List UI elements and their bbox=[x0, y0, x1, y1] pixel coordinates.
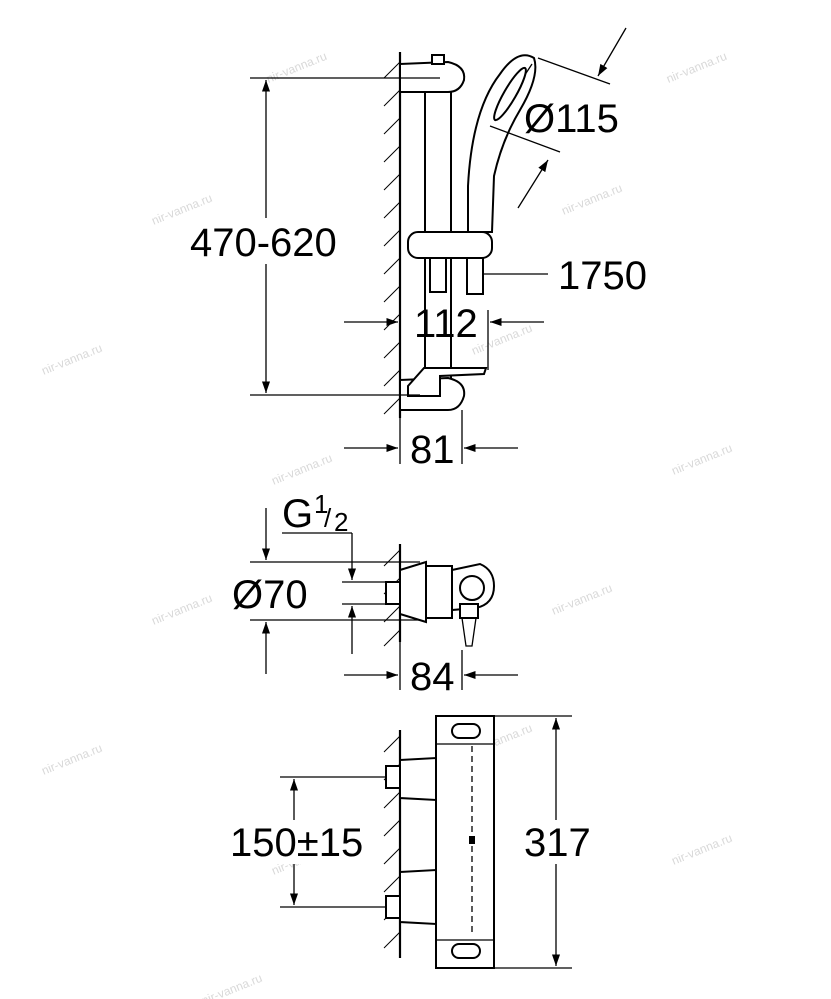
thread-label-main: G bbox=[282, 492, 313, 536]
top-bracket-cap bbox=[431, 54, 445, 65]
top-wall-bracket bbox=[399, 60, 466, 93]
watermark-text: nir-vanna.ru bbox=[470, 321, 535, 358]
watermark-text: nir-vanna.ru bbox=[40, 341, 105, 378]
wall-offset-top-label: 81 bbox=[410, 428, 455, 472]
thread-label-denominator: 2 bbox=[334, 507, 348, 537]
rail-slider bbox=[407, 231, 493, 259]
watermark-text: nir-vanna.ru bbox=[270, 451, 335, 488]
thermostat-body bbox=[425, 565, 453, 619]
center-mark bbox=[469, 836, 475, 844]
wall-hatch-top bbox=[383, 52, 402, 418]
watermark-text: nir-vanna.ru bbox=[550, 581, 615, 618]
wall-offset-middle-label: 84 bbox=[410, 655, 455, 699]
wall-hatch-bottom bbox=[383, 730, 402, 958]
escutcheon bbox=[399, 560, 427, 624]
lower-inlet-nipple bbox=[385, 895, 401, 919]
inlet-nipple bbox=[385, 581, 401, 605]
upper-escutcheon bbox=[399, 756, 437, 802]
thermostat-side-view: G 1 / 2 Ø70 84 bbox=[232, 489, 518, 699]
escutcheon-diameter-label: Ø70 bbox=[232, 573, 308, 617]
watermark-text: nir-vanna.ru bbox=[670, 831, 735, 868]
top-handle-slot bbox=[451, 723, 481, 739]
soap-dish bbox=[407, 367, 488, 397]
watermark-text: nir-vanna.ru bbox=[264, 49, 329, 86]
thermostat-front-view: 150±15 317 bbox=[228, 715, 592, 969]
thread-label-numerator: 1 bbox=[314, 489, 328, 519]
rail-depth-label: 112 bbox=[414, 302, 478, 346]
hose-nut bbox=[459, 603, 479, 619]
watermark-text: nir-vanna.ru bbox=[664, 49, 729, 86]
watermark-text: nir-vanna.ru bbox=[200, 971, 265, 999]
slider-stem bbox=[429, 257, 447, 293]
handshower-diameter-arrow bbox=[517, 159, 549, 209]
watermark-text: nir-vanna.ru bbox=[150, 591, 215, 628]
rail-height-label: 470-620 bbox=[190, 221, 337, 265]
handshower-diameter-label: Ø115 bbox=[524, 97, 619, 141]
extension-line bbox=[489, 125, 561, 153]
upper-inlet-nipple bbox=[385, 765, 401, 789]
thermostat-length-label: 317 bbox=[524, 821, 591, 865]
hose-length-label: 1750 bbox=[558, 254, 647, 298]
spray-face bbox=[493, 66, 527, 122]
inlet-spacing-label: 150±15 bbox=[230, 821, 363, 865]
bottom-handle-slot bbox=[451, 943, 481, 959]
thread-label-slash: / bbox=[324, 503, 332, 533]
hose-tail bbox=[461, 617, 477, 647]
watermark-text: nir-vanna.ru bbox=[40, 741, 105, 778]
shower-rail-view: 470-620 Ø115 1750 112 81 bbox=[185, 27, 647, 472]
lower-escutcheon bbox=[399, 868, 437, 926]
extension-line bbox=[537, 57, 611, 85]
watermark-layer: nir-vanna.ru nir-vanna.ru nir-vanna.ru n… bbox=[40, 49, 735, 999]
thermostat-bar bbox=[435, 715, 495, 969]
handshower-diameter-arrow bbox=[597, 27, 627, 77]
watermark-text: nir-vanna.ru bbox=[670, 441, 735, 478]
outlet-ring bbox=[459, 575, 485, 601]
watermark-text: nir-vanna.ru bbox=[560, 181, 625, 218]
hose-connector bbox=[466, 257, 484, 295]
hand-shower bbox=[467, 54, 537, 233]
